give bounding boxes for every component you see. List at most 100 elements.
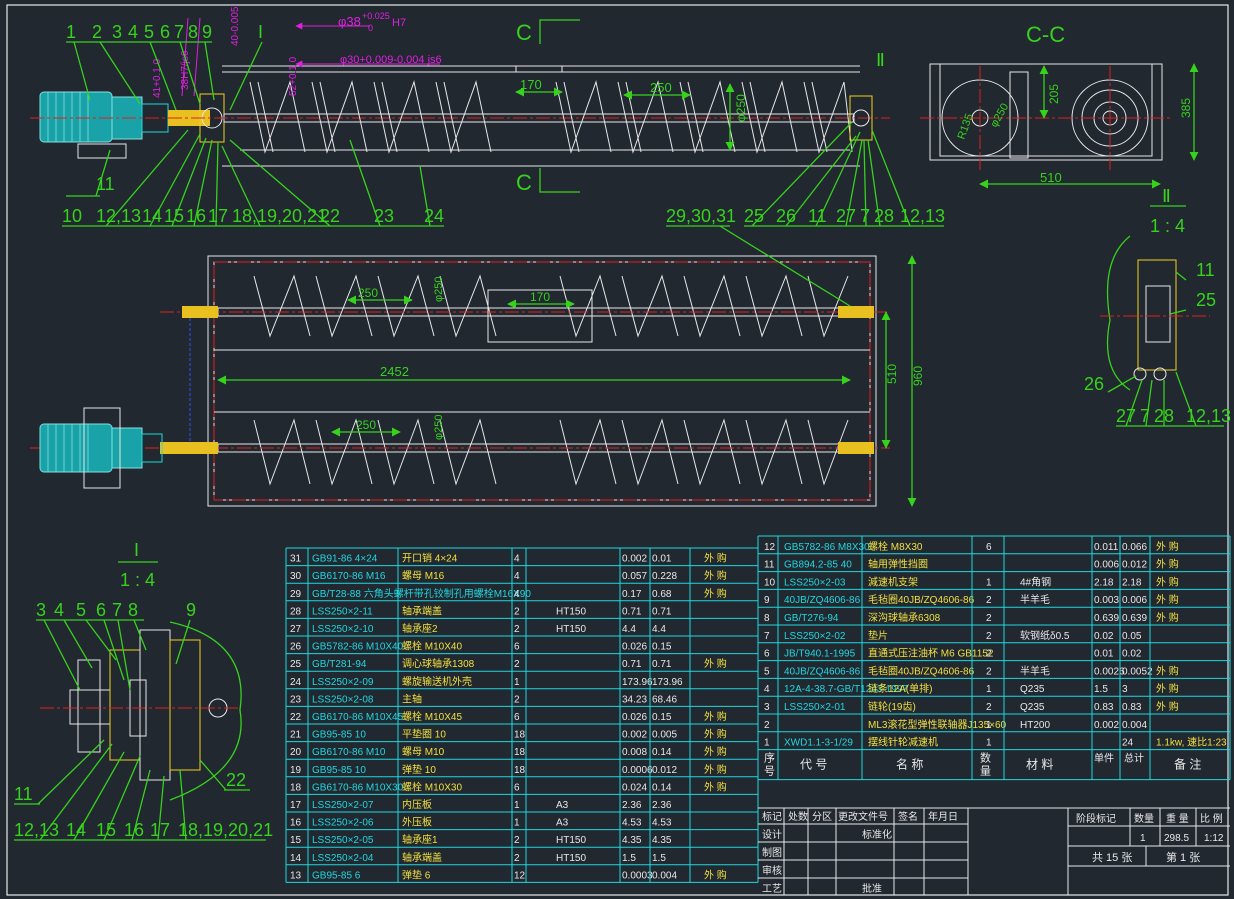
motor-fins xyxy=(47,92,89,142)
dim-plan-250d: φ250 xyxy=(433,415,445,441)
bom-qty: 2 xyxy=(514,853,520,864)
bom-seq: 20 xyxy=(290,747,302,758)
bom-seq: 10 xyxy=(764,577,776,588)
bom-total-weight: 0.005 xyxy=(652,730,677,741)
bom-unit-weight: 0.003 xyxy=(1094,595,1119,606)
svg-text:14: 14 xyxy=(142,206,162,226)
detail-i: I 1 : 4 3 4 5 6 7 8 9 11 xyxy=(14,540,273,841)
svg-text:11: 11 xyxy=(808,206,827,226)
bom-name: 螺栓 M10X40 xyxy=(402,640,462,653)
bom-seq: 6 xyxy=(764,649,770,660)
bom-total-weight: 0.012 xyxy=(1122,560,1147,571)
dim-plan-250a: 250 xyxy=(358,286,378,300)
bom-material: HT150 xyxy=(556,853,586,864)
bom-unit-weight: 0.71 xyxy=(622,659,642,670)
dim-cc-510: 510 xyxy=(1040,170,1062,185)
bom-qty: 2 xyxy=(514,606,520,617)
dim-pitch-top: 250 xyxy=(650,80,672,95)
bom-total-weight: 0.71 xyxy=(652,659,672,670)
svg-text:12,13: 12,13 xyxy=(900,206,945,226)
bom-total-weight: 0.15 xyxy=(652,642,672,653)
bom-total-weight: 173.96 xyxy=(652,677,683,688)
tb-date: 年月日 xyxy=(928,810,958,823)
bom-name: 垫片 xyxy=(868,629,888,642)
balloons-bottom-right: 25 26 11 27 7 28 12,13 xyxy=(744,121,945,227)
plan-upper-flights xyxy=(253,274,849,338)
bom-qty: 2 xyxy=(986,649,992,660)
dim-plan-250c: 250 xyxy=(356,418,376,432)
bom-material: 半羊毛 xyxy=(1020,593,1050,606)
dim-38: 38H7/js6 xyxy=(180,50,191,90)
front-view: 170 250 φ250 φ38 +0.025 0 H7 φ30+0.009-0… xyxy=(30,6,945,227)
dim-gap-top: 170 xyxy=(520,77,542,92)
tb-zone: 分区 xyxy=(812,811,832,823)
bom-code: GB6170-86 M10X30 xyxy=(312,782,404,793)
tb-sign: 签名 xyxy=(898,810,918,823)
bom-material: HT200 xyxy=(1020,720,1050,731)
bom-qty: 1 xyxy=(514,800,520,811)
dim-bore-top-fit: H7 xyxy=(392,17,406,29)
dim-bore-mid: φ30+0.009-0.004 js6 xyxy=(340,54,442,66)
bom-qty: 6 xyxy=(514,642,520,653)
bom-total-weight: 0.004 xyxy=(1122,720,1147,731)
svg-text:6: 6 xyxy=(96,600,106,620)
bom-seq: 2 xyxy=(764,720,770,731)
bom-seq: 24 xyxy=(290,677,302,688)
inlet xyxy=(515,65,563,73)
svg-text:15: 15 xyxy=(164,206,184,226)
bom-code: GB6170-86 M10X45 xyxy=(312,712,404,723)
bom-material: 半羊毛 xyxy=(1020,664,1050,677)
bom-total-weight: 4.35 xyxy=(652,835,672,846)
bom-total-weight: 0.02 xyxy=(1122,649,1142,660)
plan-view: 250 170 φ250 2452 250 φ250 510 960 29,30… xyxy=(30,206,925,507)
title-block: 标记处数分区更改文件号签名年月日设计标准化制图审核工艺批准阶段标记数量重 量比 … xyxy=(758,807,1230,895)
bom-unit-weight: 0.011 xyxy=(1094,542,1119,553)
svg-text:11: 11 xyxy=(96,174,115,194)
bom-qty: 1 xyxy=(986,720,992,731)
dim-41: 41+0.1 0 xyxy=(152,58,163,98)
bom-seq: 7 xyxy=(764,631,770,642)
bom-header-note: 备 注 xyxy=(1174,757,1201,772)
bom-note: 外 购 xyxy=(1156,575,1179,588)
dim-cc-250: φ250 xyxy=(988,101,1011,129)
svg-text:9: 9 xyxy=(202,22,212,42)
bom-total-weight: 2.36 xyxy=(652,800,672,811)
bom-note: 外 购 xyxy=(1156,664,1179,677)
bom-note: 外 购 xyxy=(704,745,727,758)
tb-approve: 批准 xyxy=(862,882,882,895)
bom-name: 直通式压注油杯 M6 GB1152 xyxy=(868,647,994,660)
bom-seq: 31 xyxy=(290,554,302,565)
tb-count: 处数 xyxy=(788,810,808,823)
bom-note: 外 购 xyxy=(704,552,727,565)
bom-seq: 30 xyxy=(290,571,302,582)
dim-cc-385: 385 xyxy=(1179,98,1193,118)
svg-text:Ⅱ: Ⅱ xyxy=(1162,186,1171,206)
bom-code: GB6170-86 M10 xyxy=(312,747,386,758)
bom-name: 螺栓 M10X45 xyxy=(402,710,462,723)
bom-seq: 21 xyxy=(290,730,302,741)
dim-dia-top: φ250 xyxy=(734,94,748,122)
bom-qty: 2 xyxy=(514,694,520,705)
bom-seq: 22 xyxy=(290,712,302,723)
bom-note: 外 购 xyxy=(704,569,727,582)
bom-note: 外 购 xyxy=(704,710,727,723)
bom-qty: 1 xyxy=(986,738,992,749)
bom-unit-weight: 0.83 xyxy=(1094,702,1114,713)
bom-seq: 19 xyxy=(290,765,302,776)
svg-text:23: 23 xyxy=(374,206,394,226)
svg-text:7: 7 xyxy=(1140,406,1150,426)
bom-qty: 6 xyxy=(514,782,520,793)
bom-header-seq: 序 xyxy=(764,751,775,765)
bom-note: 外 购 xyxy=(1156,593,1179,606)
detail-i-labels: 3 4 5 6 7 8 9 11 22 12,13 14 15 16 17 xyxy=(14,600,273,841)
svg-text:11: 11 xyxy=(14,784,33,804)
bom-seq: 29 xyxy=(290,589,302,600)
bom-code: GB/T28-88 六角头螺杆带孔铰制孔用螺栓M16X90 xyxy=(312,587,531,600)
bom-header-name: 名 称 xyxy=(896,757,923,772)
bom-seq: 4 xyxy=(764,684,770,695)
bom-note: 外 购 xyxy=(1156,540,1179,553)
bom-code: GB95-85 10 xyxy=(312,765,366,776)
bom-total-weight: 0.228 xyxy=(652,571,677,582)
